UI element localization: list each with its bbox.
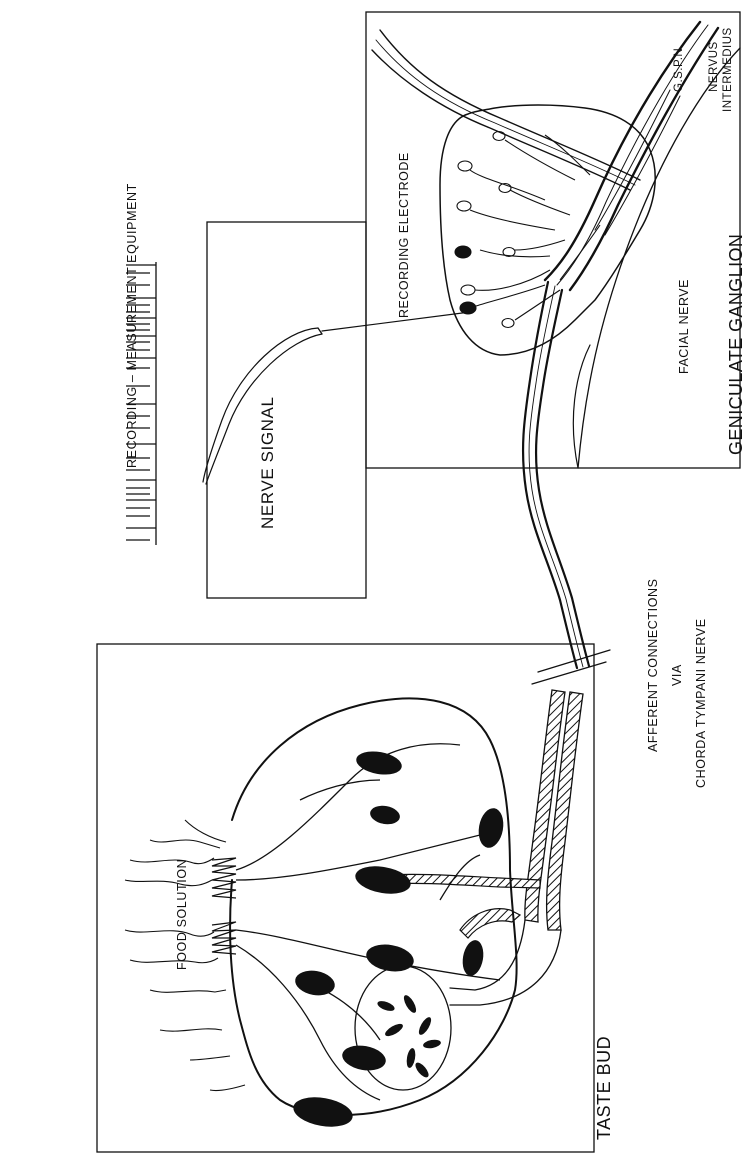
taste-cells xyxy=(236,744,500,1100)
facial-nerve-label: FACIAL NERVE xyxy=(677,279,691,374)
via-label: VIA xyxy=(670,664,684,686)
taste-bud-label: TASTE BUD xyxy=(594,1036,614,1140)
chorda-tympani-nerve-label: CHORDA TYMPANI NERVE xyxy=(694,618,708,788)
hatched-nerve xyxy=(390,690,583,1005)
afferent-connections-label: AFFERENT CONNECTIONS xyxy=(646,578,660,752)
recording-equipment-panel: RECORDING – MEASUREMENT EQUIPMENT NERVE … xyxy=(125,183,366,598)
spike-train xyxy=(126,262,156,545)
neuron-cells xyxy=(455,132,600,328)
intermedius-label: INTERMEDIUS xyxy=(722,27,734,112)
afferent-connections-labels: AFFERENT CONNECTIONS VIA CHORDA TYMPANI … xyxy=(646,578,708,788)
nerve-break-marks xyxy=(532,650,610,684)
geniculate-ganglion-panel: RECORDING ELECTRODE G.S.P.N. NERVUS INTE… xyxy=(322,12,746,668)
gspn-label: G.S.P.N. xyxy=(673,44,685,92)
recording-equipment-label: RECORDING – MEASUREMENT EQUIPMENT xyxy=(125,183,139,468)
food-solution-label: FOOD SOLUTION xyxy=(175,859,189,970)
nerve-signal-label: NERVE SIGNAL xyxy=(258,396,277,529)
taste-pore xyxy=(212,858,236,954)
nervus-label: NERVUS xyxy=(708,41,720,92)
geniculate-ganglion-label: GENICULATE GANGLION xyxy=(726,234,746,455)
recording-electrode-label: RECORDING ELECTRODE xyxy=(397,152,411,318)
